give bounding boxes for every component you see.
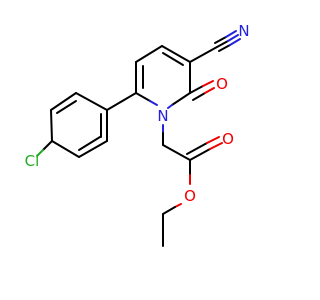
bond-triple	[227, 34, 239, 42]
bond	[162, 144, 191, 161]
bond-aryl-pyridone	[106, 92, 137, 111]
bond	[78, 140, 108, 158]
ring-carbonyl-oxygen-atom: O	[216, 75, 228, 93]
ring-nitrogen-atom: N	[157, 107, 168, 125]
bond-c-o	[189, 85, 204, 94]
bond-c-o-double	[192, 92, 206, 101]
double-bond-inner	[162, 52, 184, 66]
bond-triple	[218, 44, 231, 52]
molecule-canvas: Cl N N O O O	[25, 22, 250, 247]
bond-triple	[216, 40, 229, 48]
bond-triple	[229, 38, 241, 46]
bond-triple	[225, 30, 237, 38]
bond-c-cl	[42, 140, 53, 151]
bond-c-cn	[189, 46, 218, 63]
bond-c-o	[202, 80, 214, 87]
double-bond-inner	[56, 100, 77, 114]
pyridone-ring	[135, 45, 191, 109]
chlorine-atom: Cl	[25, 152, 40, 170]
bond-c-o-double	[204, 87, 215, 94]
bond	[171, 92, 191, 106]
nitrile-nitrogen-atom: N	[238, 22, 249, 40]
bond-c-cl	[36, 149, 44, 157]
bond	[135, 92, 151, 102]
bond-ester-co	[209, 142, 223, 150]
structure-diagram: Cl N N O O O	[25, 22, 250, 247]
bond-o-ethyl	[174, 203, 182, 208]
bond	[167, 104, 173, 109]
bond-ester-co-double	[186, 142, 208, 155]
bond	[50, 109, 53, 142]
chlorophenyl-ring	[50, 92, 108, 158]
ester-ether-oxygen-atom: O	[184, 187, 196, 205]
nitrile-group	[189, 30, 241, 63]
bond-ester-co-double	[206, 136, 220, 144]
bond	[51, 140, 80, 158]
bond	[135, 45, 163, 63]
bond-o-ethyl	[162, 206, 176, 215]
bond-triple	[214, 36, 227, 44]
ester-carbonyl-oxygen-atom: O	[222, 130, 234, 148]
bond-ester-co	[189, 148, 211, 161]
ester-chain	[162, 124, 223, 247]
bond	[149, 100, 158, 106]
bond	[75, 92, 108, 111]
bond	[50, 92, 77, 111]
bond	[161, 45, 191, 63]
double-bond-inner	[78, 136, 101, 151]
